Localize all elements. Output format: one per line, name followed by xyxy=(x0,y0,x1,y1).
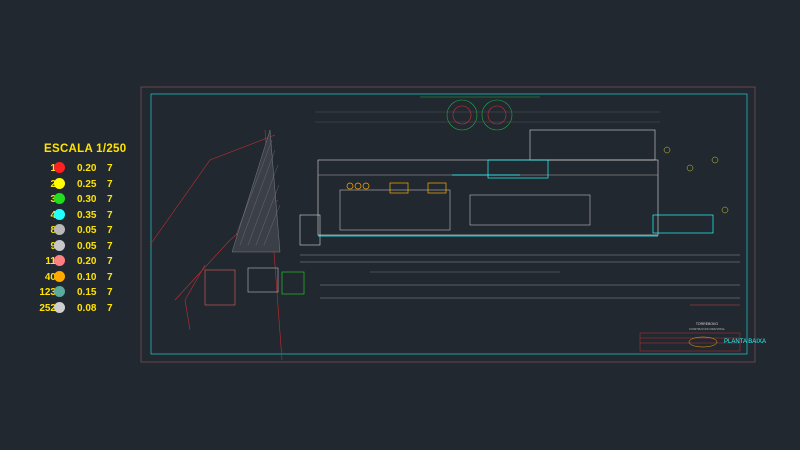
hatched-slope xyxy=(231,129,281,253)
road-and-parking xyxy=(300,254,740,299)
line-weight: 0.30 xyxy=(77,194,97,205)
sheet-inner-frame xyxy=(150,93,748,355)
color-swatch-icon xyxy=(54,162,65,173)
legend-row: 123 0.15 7 xyxy=(30,285,142,301)
color-swatch-icon xyxy=(54,270,65,282)
line-weight: 0.05 xyxy=(77,240,97,252)
legend-rows: 1 0.20 7 2 0.25 7 3 0.30 7 4 0.35 7 8 0.05 7 9 0.05 7 11 0.… xyxy=(30,161,142,316)
line-weight: 0.08 xyxy=(77,302,97,314)
color-index: 123 xyxy=(39,287,56,298)
legend-row: 1 0.20 7 xyxy=(30,161,142,177)
color-index: 11 xyxy=(45,256,56,267)
line-type: 7 xyxy=(107,178,113,190)
sheet-outer-frame xyxy=(140,86,756,363)
top-grid-markers xyxy=(315,111,660,123)
legend-row: 2 0.25 7 xyxy=(30,177,142,193)
line-weight: 0.20 xyxy=(77,256,97,267)
color-index: 9 xyxy=(50,241,56,252)
legend-row: 40 0.10 7 xyxy=(30,270,142,286)
line-type: 7 xyxy=(107,302,113,314)
line-type: 7 xyxy=(107,271,113,283)
color-index: 2 xyxy=(50,179,56,190)
color-swatch-icon xyxy=(54,239,65,251)
color-swatch-icon xyxy=(54,177,65,189)
legend-row: 3 0.30 7 xyxy=(30,192,142,208)
right-grid-markers xyxy=(663,146,729,214)
view-label: PLANTA BAIXA xyxy=(724,339,766,345)
lower-left-structures xyxy=(204,267,305,306)
color-index: 3 xyxy=(50,194,56,205)
color-index: 8 xyxy=(50,225,56,236)
color-swatch-icon xyxy=(54,224,65,235)
legend-row: 252 0.08 7 xyxy=(30,301,142,317)
cyan-details xyxy=(318,159,714,237)
line-weight: 0.10 xyxy=(77,271,97,283)
color-index: 4 xyxy=(50,210,56,221)
legend-row: 8 0.05 7 xyxy=(30,223,142,239)
line-type: 7 xyxy=(107,194,113,205)
top-access-circles xyxy=(420,96,540,131)
line-weight: 0.35 xyxy=(77,209,97,221)
line-type: 7 xyxy=(107,287,113,298)
color-swatch-icon xyxy=(54,255,65,266)
line-weight: 0.15 xyxy=(77,287,97,298)
color-swatch-icon xyxy=(54,208,65,220)
color-index: 252 xyxy=(39,302,56,314)
building-plan xyxy=(299,129,659,246)
line-type: 7 xyxy=(107,256,113,267)
equipment-details xyxy=(346,182,447,194)
color-index: 1 xyxy=(50,163,56,174)
scale-title: ESCALA 1/250 xyxy=(44,143,127,155)
legend-row: 4 0.35 7 xyxy=(30,208,142,224)
line-type: 7 xyxy=(107,240,113,252)
color-swatch-icon xyxy=(54,286,65,297)
line-weight: 0.20 xyxy=(77,163,97,174)
legend-row: 11 0.20 7 xyxy=(30,254,142,270)
line-type: 7 xyxy=(107,209,113,221)
line-type: 7 xyxy=(107,225,113,236)
color-index: 40 xyxy=(44,271,56,283)
project-subtitle: CONSTRUCCION INDUSTRIAL xyxy=(689,328,726,331)
project-name: TORREBOKO xyxy=(696,322,719,326)
line-type: 7 xyxy=(107,163,113,174)
legend-row: 9 0.05 7 xyxy=(30,239,142,255)
color-swatch-icon xyxy=(54,301,65,313)
plot-style-legend: ESCALA 1/250 1 0.20 7 2 0.25 7 3 0.30 7 4 0.35 7 8 0.… xyxy=(30,143,142,316)
title-block xyxy=(639,304,741,352)
line-weight: 0.25 xyxy=(77,178,97,190)
color-swatch-icon xyxy=(54,193,65,204)
line-weight: 0.05 xyxy=(77,225,97,236)
